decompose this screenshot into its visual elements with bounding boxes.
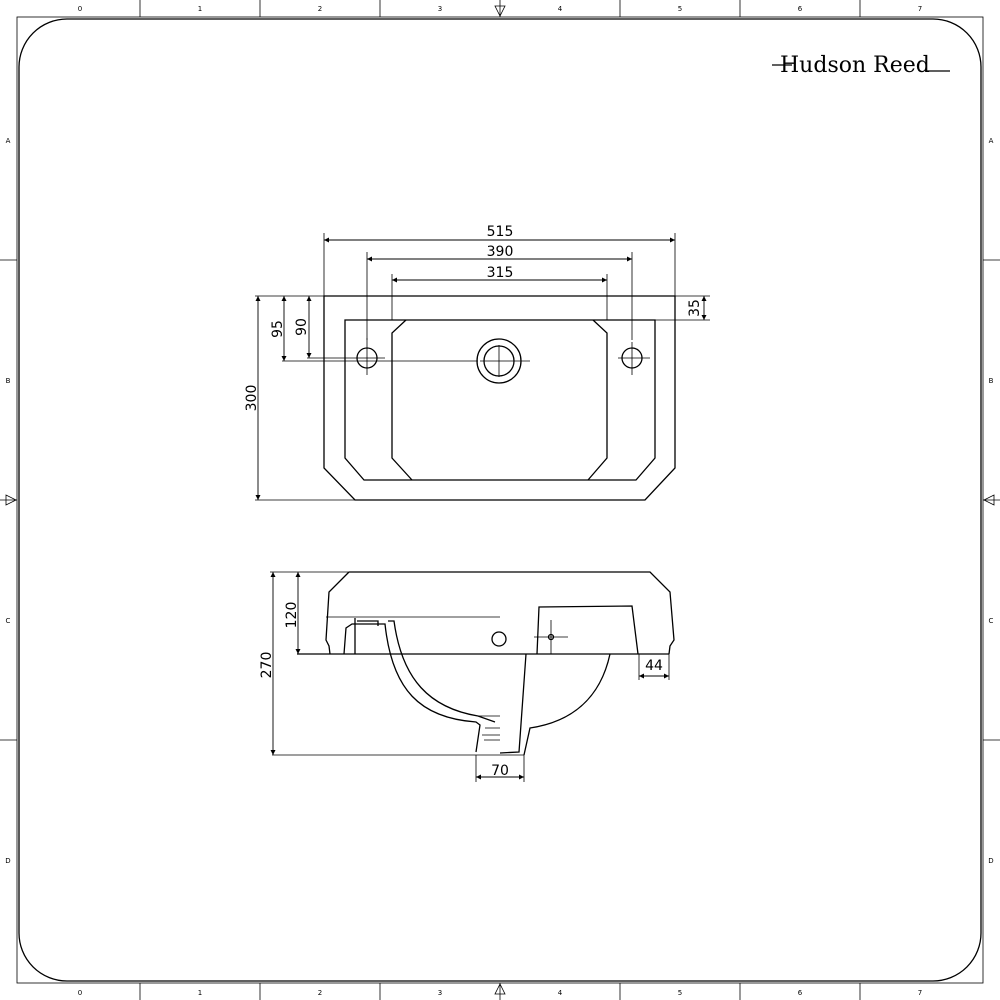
basin-side-view: 270 120 44 70 — [259, 571, 675, 782]
grid-column-label: 1 — [198, 5, 202, 13]
svg-text:Hudson Reed: Hudson Reed — [780, 53, 930, 78]
hudson-reed-logo: Hudson Reed — [772, 53, 950, 78]
grid-column-label: 0 — [78, 5, 82, 13]
grid-row-label: A — [6, 137, 11, 145]
grid-column-label: 5 — [678, 5, 682, 13]
grid-column-label: 4 — [558, 989, 563, 997]
dim-tap-offset: 90 — [294, 318, 310, 336]
grid-column-label: 2 — [318, 989, 322, 997]
dim-overall-depth: 300 — [244, 385, 260, 412]
basin-top-view: 515 390 315 35 95 90 300 — [244, 224, 710, 501]
dim-waste-offset: 95 — [270, 320, 286, 338]
dim-waste-width: 70 — [491, 763, 509, 779]
grid-column-label: 3 — [438, 989, 442, 997]
grid-row-label: B — [989, 377, 994, 385]
grid-column-label: 1 — [198, 989, 202, 997]
grid-column-label: 2 — [318, 5, 322, 13]
dim-rim-height: 120 — [284, 602, 300, 629]
grid-row-label: D — [988, 857, 993, 865]
grid-column-label: 6 — [798, 989, 803, 997]
grid-column-label: 3 — [438, 5, 442, 13]
dim-bowl-width: 315 — [487, 265, 514, 281]
grid-column-label: 0 — [78, 989, 82, 997]
dim-overall-height: 270 — [259, 652, 275, 679]
dim-tap-centres: 390 — [487, 244, 514, 260]
dim-overall-width: 515 — [487, 224, 514, 240]
grid-row-label: C — [6, 617, 11, 625]
grid-column-label: 5 — [678, 989, 682, 997]
grid-column-label: 4 — [558, 5, 563, 13]
grid-column-label: 6 — [798, 5, 803, 13]
grid-row-label: B — [6, 377, 11, 385]
dim-rim-offset: 35 — [687, 299, 703, 317]
grid-column-label: 7 — [918, 5, 922, 13]
centre-marks — [5, 5, 995, 995]
dim-ledge: 44 — [645, 658, 663, 674]
grid-row-label: A — [989, 137, 994, 145]
grid-row-label: D — [5, 857, 10, 865]
grid-column-label: 7 — [918, 989, 922, 997]
grid-row-label: C — [989, 617, 994, 625]
